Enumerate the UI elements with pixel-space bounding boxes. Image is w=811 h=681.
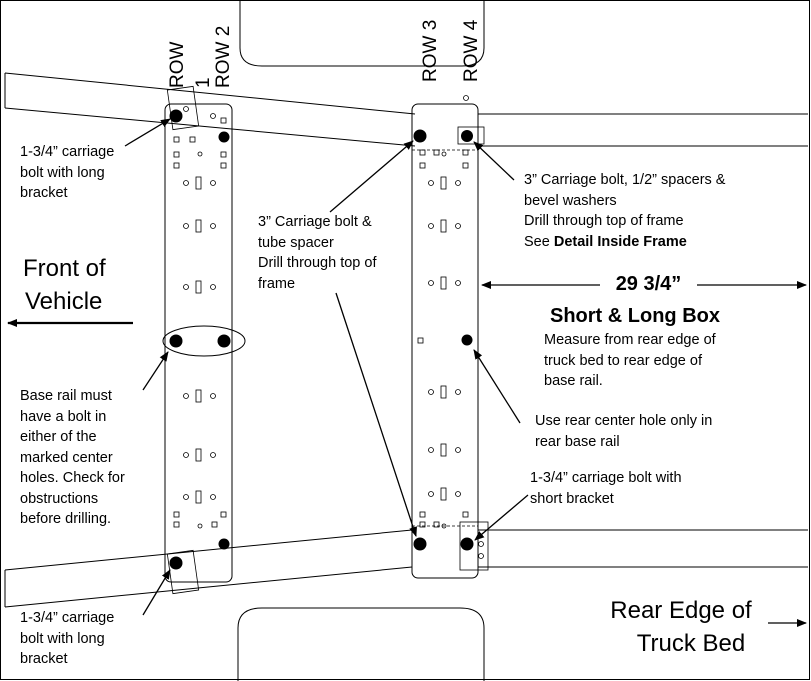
tube-spacer-note: 3” Carriage bolt & tube spacer Drill thr…: [258, 214, 377, 292]
spacers-washers-note: 3” Carriage bolt, 1/2” spacers & bevel w…: [524, 172, 726, 250]
measure-note: Measure from rear edge of truck bed to r…: [544, 332, 716, 389]
row-3-label: ROW 3: [420, 19, 441, 82]
right-base-rail: [411, 95, 489, 579]
row-1-number: 1: [193, 77, 214, 88]
base-rail-note: Base rail must have a bolt in either of …: [20, 388, 125, 527]
top-frame-rail: [4, 72, 808, 147]
rear-center-hole-note: Use rear center hole only in rear base r…: [535, 413, 713, 450]
left-base-rail: [162, 85, 246, 595]
box-title: Short & Long Box: [550, 305, 720, 327]
detail-inside-frame-ref: Detail Inside Frame: [553, 233, 687, 250]
bottom-wheel-well: [237, 607, 485, 681]
row-2-label: ROW 2: [213, 25, 234, 88]
short-bracket-note: 1-3/4” carriage bolt with short bracket: [530, 470, 682, 507]
bottom-frame-rail: [4, 529, 808, 608]
row-4-label: ROW 4: [461, 19, 482, 82]
front-of-vehicle-label: Front of Vehicle: [23, 255, 106, 315]
bottom-left-bolt-callout: 1-3/4” carriage bolt with long bracket: [20, 610, 115, 667]
dimension-value: 29 3/4”: [615, 273, 682, 295]
leader-arrows: [124, 118, 529, 616]
top-left-bolt-callout: 1-3/4” carriage bolt with long bracket: [20, 144, 115, 201]
top-wheel-well: [239, 0, 485, 67]
row-1-label: ROW: [167, 41, 188, 88]
rear-edge-label: Rear Edge of Truck Bed: [610, 597, 752, 657]
center-holes-marker: [162, 325, 246, 357]
